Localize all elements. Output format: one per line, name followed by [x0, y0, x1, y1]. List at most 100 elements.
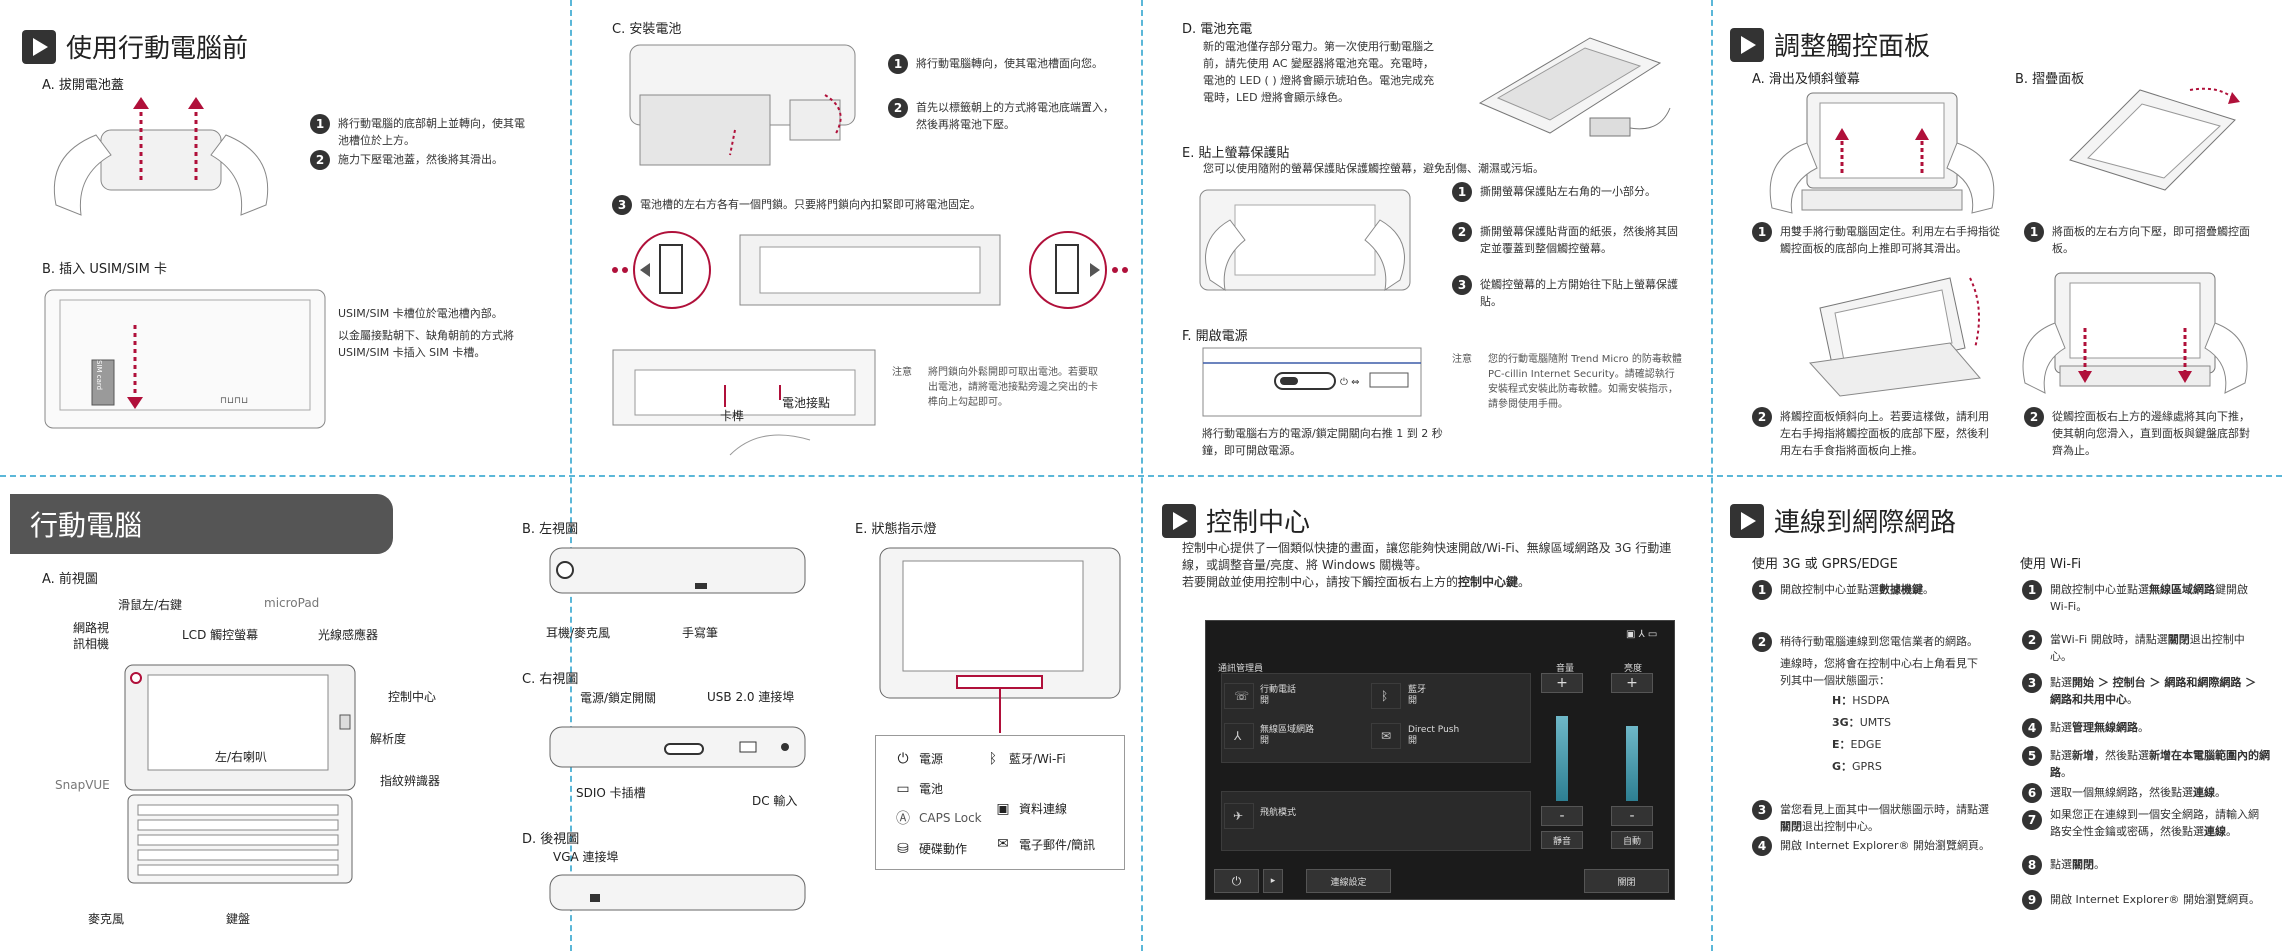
fold-down-illustration — [2022, 272, 2248, 394]
mail-icon: ✉ — [1381, 729, 1392, 743]
text-run: 退出控制中心。 — [1802, 820, 1879, 833]
left-view-illustration — [549, 547, 806, 594]
mute-button[interactable]: 靜音 — [1541, 831, 1583, 849]
label-light-sensor: 光線感應器 — [318, 628, 379, 642]
subheading: D. 後視圖 — [522, 832, 580, 847]
step-text: 開啟控制中心並點選無線區域網路鍵開啟 Wi-Fi。 — [2050, 581, 2265, 615]
phone-icon: ☏ — [1234, 689, 1250, 703]
title-text: 控制中心 — [1206, 508, 1311, 538]
wifi-toggle[interactable]: ⅄ — [1224, 723, 1254, 749]
brightness-down-button[interactable]: - — [1611, 806, 1653, 826]
text-run: 當Wi-Fi 開啟時，請點選 — [2050, 633, 2168, 646]
sim-card-label: SIM card — [95, 360, 103, 391]
brightness-up-button[interactable]: + — [1611, 673, 1653, 693]
text-run: 點選 — [2050, 858, 2072, 871]
brightness-bar[interactable] — [1626, 726, 1638, 801]
led-email: ✉電子郵件/簡訊 — [995, 836, 1115, 853]
label-fingerprint: 指紋辨識器 — [380, 774, 441, 788]
text-run: 開始 ＞ 控制台 ＞ 網路和網際網路 ＞ 網路和共用中心 — [2050, 676, 2257, 706]
step-text: 當您看見上面其中一個狀態圖示時，請點選關閉退出控制中心。 — [1780, 801, 1990, 835]
bluetooth-toggle[interactable]: ᛒ — [1371, 683, 1401, 709]
volume-bar[interactable] — [1556, 716, 1568, 801]
text-run: 。 — [2094, 858, 2105, 871]
step-number: 1 — [1752, 580, 1772, 600]
step-number: 2 — [1752, 407, 1772, 427]
battery-install-illustration — [629, 44, 856, 166]
text-run: 。 — [2138, 721, 2149, 734]
latch-illustration — [612, 231, 1128, 309]
step-number: 5 — [2022, 746, 2042, 766]
led-label: CAPS Lock — [919, 811, 982, 825]
step-text: 電池槽的左右方各有一個門鎖。只要將門鎖向內扣緊即可將電池固定。 — [640, 198, 981, 211]
section-title: 調整觸控面板 — [1730, 26, 1930, 63]
step-text: 點選管理無線網路。 — [2050, 719, 2265, 736]
step-number: 1 — [2022, 580, 2042, 600]
subheading: C. 右視圖 — [522, 672, 579, 687]
protector-text: 您可以使用隨附的螢幕保護貼保護觸控螢幕，避免刮傷、潮濕或污垢。 — [1203, 162, 1544, 175]
push-toggle[interactable]: ✉ — [1371, 723, 1401, 749]
label-dc-in: DC 輸入 — [752, 794, 798, 808]
more-arrow-button[interactable]: ▸ — [1263, 869, 1283, 893]
volume-up-button[interactable]: + — [1541, 673, 1583, 693]
text-run: 點選 — [2050, 676, 2072, 689]
label-snapvue: SnapVUE — [55, 778, 110, 792]
text-run: 點選 — [2050, 721, 2072, 734]
power-button[interactable]: ⏻ — [1214, 869, 1259, 893]
label-speakers: 左/右喇叭 — [215, 750, 268, 764]
protector-illustration — [1199, 189, 1411, 292]
play-icon — [1162, 503, 1196, 538]
text-run: 如果您正在連線到一個安全網路，請輸入網路安全性金鑰或密碼，然後點選 — [2050, 808, 2259, 838]
text-run: 選取一個無線網路，然後點選 — [2050, 786, 2193, 799]
status-3g: 3G：UMTS — [1832, 714, 1891, 731]
phone-toggle[interactable]: ☏ — [1224, 683, 1254, 709]
svg-text:⊓⊔⊓⊔: ⊓⊔⊓⊔ — [220, 396, 248, 406]
play-icon — [1730, 27, 1764, 62]
led-label: 硬碟動作 — [919, 842, 968, 856]
label-stylus: 手寫筆 — [682, 626, 719, 640]
section-title: 控制中心 — [1162, 502, 1310, 539]
bluetooth-icon: ᛒ — [1381, 689, 1389, 703]
bluetooth-wifi-icon: ᛒ — [988, 750, 998, 767]
text-run: 管理無線網路 — [2072, 721, 2138, 734]
step-number: 3 — [1452, 275, 1472, 295]
volume-down-button[interactable]: - — [1541, 806, 1583, 826]
step-text: 稍待行動電腦連線到您電信業者的網路。 — [1780, 635, 1978, 648]
charge-text: 新的電池僅存部分電力。第一次使用行動電腦之前，請先使用 AC 變壓器將電池充電。… — [1203, 40, 1435, 104]
text-run: ，然後點選 — [2094, 749, 2149, 762]
status-name: HSDPA — [1852, 694, 1890, 707]
led-label: 資料連線 — [1019, 802, 1068, 816]
step-number: 2 — [310, 150, 330, 170]
auto-button[interactable]: 自動 — [1611, 831, 1653, 849]
power-icon: ⏻ — [897, 750, 909, 767]
contact-illustration — [612, 349, 876, 456]
close-button[interactable]: 關閉 — [1584, 869, 1669, 893]
led-label: 電子郵件/簡訊 — [1019, 838, 1096, 852]
flight-toggle[interactable]: ✈ — [1224, 803, 1254, 829]
contact-label: 電池接點 — [782, 396, 831, 410]
led-data: ▣資料連線 — [995, 800, 1067, 817]
subheading: A. 拔開電池蓋 — [42, 78, 124, 93]
title-text: 調整觸控面板 — [1774, 32, 1931, 62]
note-text: 將門鎖向外鬆開即可取出電池。若要取出電池，請將電池接點旁邊之突出的卡榫向上勾起即… — [928, 367, 1098, 408]
text-run: 新增 — [2072, 749, 2094, 762]
step-text: 點選關閉。 — [2050, 856, 2265, 873]
step-text: 開啟 Internet Explorer® 開始瀏覽網頁。 — [2050, 893, 2260, 906]
cc-open-text: 若要開啟並使用控制中心，請按下觸控面板右上方的控制中心鍵。 — [1182, 574, 1682, 591]
right-view-illustration — [549, 726, 806, 768]
subheading: D. 電池充電 — [1182, 22, 1253, 37]
airplane-icon: ✈ — [1233, 809, 1244, 823]
cc-section-label: 通訊管理員 — [1218, 664, 1264, 674]
connection-settings-button[interactable]: 連線設定 — [1306, 869, 1391, 893]
left-heading: 使用 3G 或 GPRS/EDGE — [1752, 557, 1898, 572]
label-headphone: 耳機/麥克風 — [546, 626, 611, 640]
text-run: 控制中心鍵 — [1458, 575, 1519, 589]
subheading: E. 狀態指示燈 — [855, 522, 937, 537]
text-run: 點選 — [2050, 749, 2072, 762]
rear-view-illustration — [549, 874, 806, 911]
status-h: H：HSDPA — [1832, 692, 1889, 709]
step-number: 2 — [2024, 407, 2044, 427]
label-vga: VGA 連接埠 — [553, 850, 619, 864]
step-text: 將面板的左右方向下壓，即可摺疊觸控面板。 — [2052, 225, 2250, 255]
